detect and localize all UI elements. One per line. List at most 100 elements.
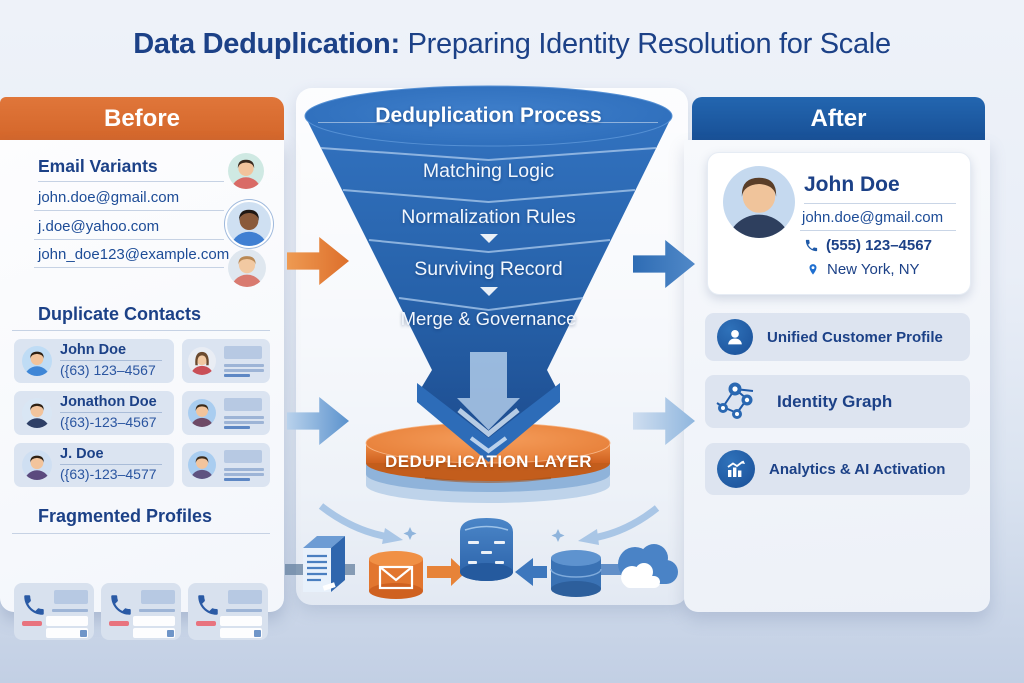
profile-line: [226, 609, 262, 612]
funnel-band-divider: [342, 189, 636, 204]
profile-field: [46, 628, 88, 638]
down-arrow-icon: [457, 352, 520, 454]
profile-block: [54, 590, 88, 604]
duplicate-record-card-2: [182, 391, 270, 435]
map-pin-icon: [809, 263, 817, 275]
record-line: [224, 478, 250, 481]
duplicate-contacts-heading: Duplicate Contacts: [38, 304, 202, 324]
avatar-record-3: [188, 451, 216, 479]
avatar-john-doe: [723, 166, 795, 238]
avatar-contact-3: [22, 450, 52, 480]
profile-phone: (555) 123–4567: [826, 237, 932, 254]
person-icon: [717, 319, 753, 355]
duplicate-contact-card-2: Jonathon Doe ({63)-123–4567: [14, 391, 174, 435]
profile-block: [228, 590, 262, 604]
divider: [34, 267, 224, 268]
profile-field: [133, 628, 175, 638]
feature-unified-customer-profile: Unified Customer Profile: [705, 313, 970, 361]
avatar-record-1: [188, 347, 216, 375]
profile-field: [220, 616, 262, 626]
flow-arrow-sources-left: [515, 558, 547, 586]
after-panel-title: After: [810, 104, 867, 132]
divider: [34, 210, 224, 211]
record-line: [224, 473, 264, 476]
contact-phone: ({63) 123–4567: [60, 362, 156, 378]
funnel-band-divider: [368, 239, 611, 254]
identity-server-icon: [460, 518, 513, 581]
contact-name: John Doe: [60, 342, 127, 358]
page-title: Data Deduplication: Preparing Identity R…: [0, 28, 1024, 61]
stage-down-caret: [480, 287, 498, 296]
missing-field-bar: [22, 621, 42, 626]
funnel-stage-matching-logic: Matching Logic: [422, 160, 555, 182]
before-panel-header: Before: [0, 97, 284, 140]
avatar-email-1: [228, 153, 264, 189]
funnel-band-divider: [398, 297, 584, 312]
profile-email: john.doe@gmail.com: [802, 209, 944, 226]
avatar-record-2: [188, 399, 216, 427]
funnel-stage-normalization-rules: Normalization Rules: [401, 206, 576, 228]
after-panel-header: After: [692, 97, 985, 140]
profile-name: John Doe: [804, 173, 900, 196]
contact-name: J. Doe: [60, 446, 104, 462]
fragmented-profile-card-2: [101, 583, 181, 640]
divider: [38, 181, 224, 182]
divider: [34, 239, 224, 240]
deduplication-layer-cylinder: [365, 422, 611, 503]
missing-field-bar: [109, 621, 129, 626]
field-chip: [80, 630, 87, 637]
record-block: [224, 346, 262, 359]
avatar-contact-2: [22, 398, 52, 428]
envelope-icon: [378, 565, 414, 590]
feature-label: Unified Customer Profile: [767, 328, 943, 346]
record-line: [224, 374, 250, 377]
decorative-line: [586, 122, 658, 123]
duplicate-contact-card-3: J. Doe ({63)-123–4577: [14, 443, 174, 487]
profile-line: [139, 609, 175, 612]
email-variant-2: j.doe@yahoo.com: [38, 218, 160, 235]
profile-field: [220, 628, 262, 638]
before-panel-title: Before: [103, 104, 181, 132]
mail-cylinder-icon: [369, 551, 423, 599]
funnel-stage-surviving-record: Surviving Record: [414, 258, 563, 280]
profile-phone-row: (555) 123–4567: [804, 237, 932, 254]
phone-icon: [198, 595, 218, 615]
phone-icon: [24, 595, 44, 615]
avatar-email-3: [228, 249, 266, 287]
record-line: [224, 369, 264, 372]
profile-field: [46, 616, 88, 626]
connector-bar-right: [590, 564, 638, 575]
swoosh-arrow-left: [318, 503, 403, 544]
funnel-title: Deduplication Process: [375, 104, 602, 127]
record-block: [224, 450, 262, 463]
divider: [60, 360, 162, 361]
sparkle-icon: [403, 527, 417, 540]
funnel-stage-merge-governance: Merge & Governance: [400, 308, 577, 329]
divider: [60, 412, 162, 413]
duplicate-record-card-1: [182, 339, 270, 383]
profile-location: New York, NY: [827, 261, 920, 278]
profile-line: [52, 609, 88, 612]
fragmented-profile-card-1: [14, 583, 94, 640]
profile-field: [133, 616, 175, 626]
unified-profile-card: John Doe john.doe@gmail.com (555) 123–45…: [707, 152, 971, 295]
profile-block: [141, 590, 175, 604]
duplicate-contact-card-1: John Doe ({63) 123–4567: [14, 339, 174, 383]
field-chip: [254, 630, 261, 637]
record-line: [224, 468, 264, 471]
page-title-rest: Preparing Identity Resolution for Scale: [399, 28, 892, 60]
phone-icon: [111, 595, 131, 615]
email-variants-heading: Email Variants: [38, 156, 158, 176]
database-icon: [550, 550, 602, 597]
record-line: [224, 421, 264, 424]
divider: [804, 203, 956, 204]
deduplication-layer-label: DEDUPLICATION LAYER: [385, 452, 592, 471]
phone-icon: [805, 239, 818, 252]
contact-name: Jonathon Doe: [60, 394, 157, 410]
record-line: [224, 416, 264, 419]
record-line: [224, 364, 264, 367]
email-variant-3: john_doe123@example.com: [38, 246, 230, 263]
analytics-chart-icon: [717, 450, 755, 488]
duplicate-record-card-3: [182, 443, 270, 487]
flow-arrow-sources-right: [427, 558, 466, 586]
